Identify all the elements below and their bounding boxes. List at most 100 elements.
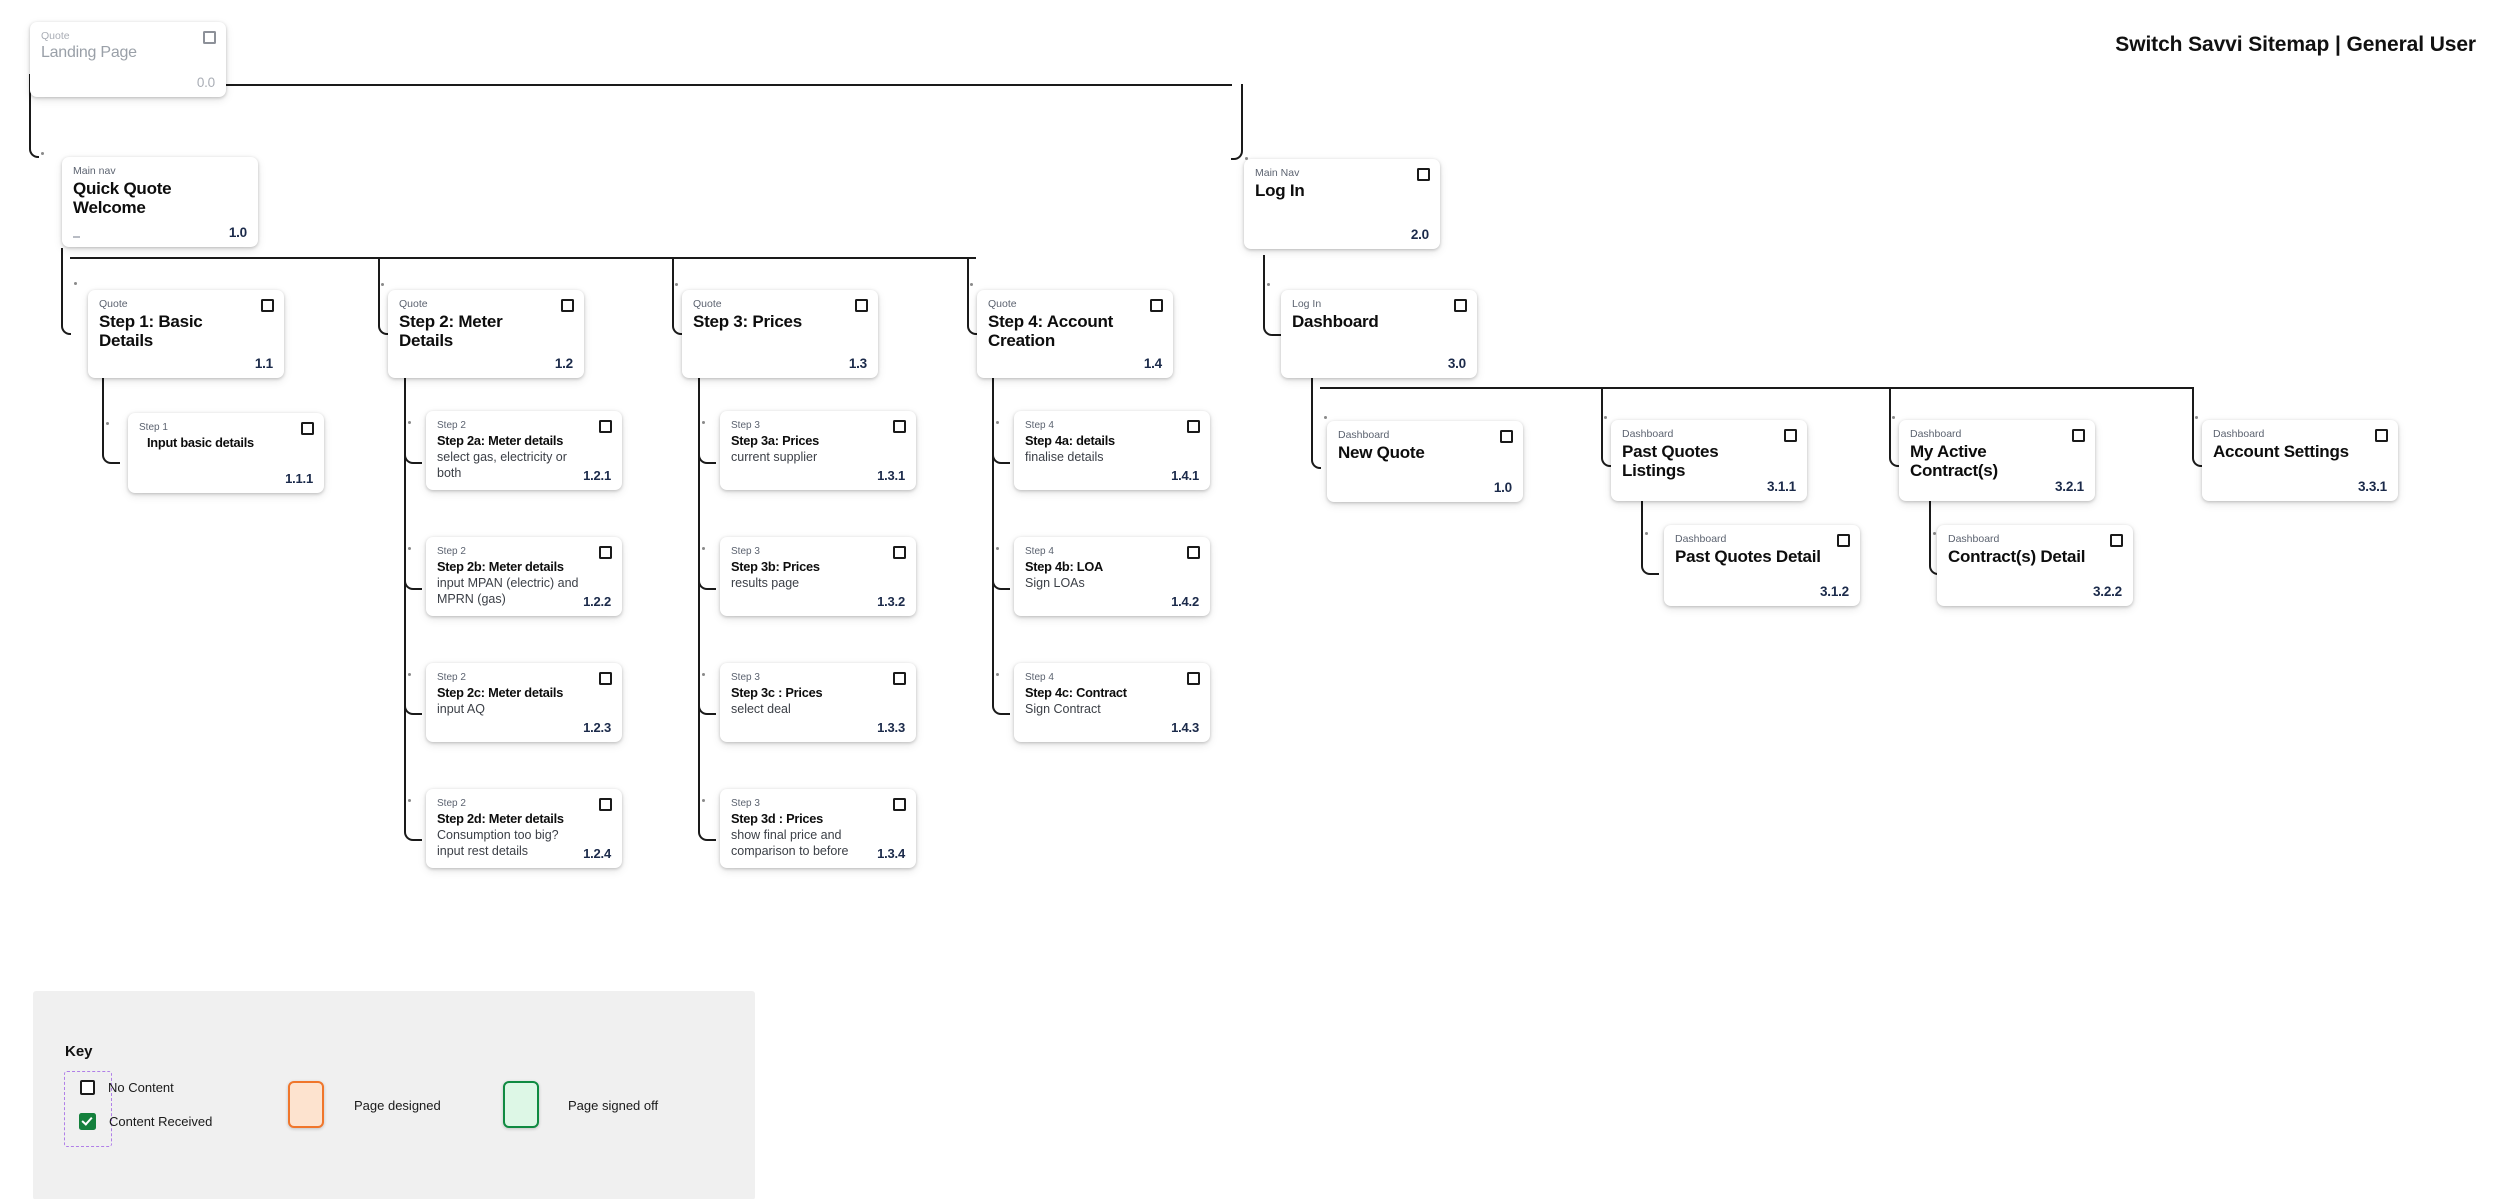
card-kicker: Quote [99,298,128,310]
card-step-4c[interactable]: Step 4 Step 4c: Contract Sign Contract 1… [1014,663,1210,742]
card-kicker: Step 2 [437,798,466,809]
card-title: Step 2: Meter Details [399,312,503,350]
checkbox-icon[interactable] [893,798,906,811]
card-title: Landing Page [41,44,137,61]
card-number: 3.1.1 [1766,479,1796,494]
card-step-1[interactable]: Quote Step 1: Basic Details 1.1 [88,290,284,378]
card-number: 1.3.3 [877,720,905,735]
card-kicker: Main nav [73,165,116,177]
checkbox-icon[interactable] [893,420,906,433]
card-number: 1.0 [228,225,247,240]
card-number: 3.0 [1447,356,1466,371]
checkbox-icon[interactable] [1454,299,1467,312]
checkbox-icon[interactable] [1784,429,1797,442]
card-new-quote[interactable]: Dashboard New Quote 1.0 [1327,421,1523,502]
card-description: input MPAN (electric) and MPRN (gas) [437,576,579,606]
card-title: Step 4b: LOA [1025,559,1104,574]
checkbox-icon[interactable] [261,299,274,312]
card-step-2[interactable]: Quote Step 2: Meter Details 1.2 [388,290,584,378]
card-my-active-contracts[interactable]: Dashboard My Active Contract(s) 3.2.1 [1899,420,2095,501]
connector-step4-elbow [967,257,977,335]
checkbox-icon[interactable] [855,299,868,312]
card-contracts-detail[interactable]: Dashboard Contract(s) Detail 3.2.2 [1937,525,2133,606]
connector-dot [675,283,678,286]
card-title: Step 3b: Prices [731,559,820,574]
card-kicker: Log In [1292,298,1322,310]
card-title: Step 4a: details [1025,433,1115,448]
card-number: 1.3.1 [877,468,905,483]
connector-dot [1604,416,1607,419]
card-title: Step 3d : Prices [731,811,824,826]
card-step-2a[interactable]: Step 2 Step 2a: Meter details select gas… [426,411,622,490]
card-step-1-1[interactable]: Step 1 Input basic details 1.1.1 [128,413,324,493]
checkbox-icon[interactable] [2110,534,2123,547]
card-description: input AQ [437,702,485,716]
card-number: 0.0 [196,75,215,90]
checkbox-icon[interactable] [1187,420,1200,433]
card-dashboard[interactable]: Log In Dashboard 3.0 [1281,290,1477,378]
checkbox-icon[interactable] [893,672,906,685]
card-title: Step 3c : Prices [731,685,823,700]
card-kicker: Dashboard [1948,533,2000,545]
card-description: Sign Contract [1025,702,1101,716]
connector-step2d [404,378,422,841]
card-step-2b[interactable]: Step 2 Step 2b: Meter details input MPAN… [426,537,622,616]
checkbox-icon[interactable] [2072,429,2085,442]
checkbox-icon[interactable] [599,798,612,811]
card-number: 1.4.2 [1171,594,1199,609]
checkbox-icon[interactable] [1500,430,1513,443]
checkbox-icon[interactable] [599,672,612,685]
connector-contracts-elbow [1889,387,1899,467]
card-step-3b[interactable]: Step 3 Step 3b: Prices results page 1.3.… [720,537,916,616]
card-past-quotes-detail[interactable]: Dashboard Past Quotes Detail 3.1.2 [1664,525,1860,606]
checkbox-icon[interactable] [203,31,216,44]
card-step-4b[interactable]: Step 4 Step 4b: LOA Sign LOAs 1.4.2 [1014,537,1210,616]
connector-dot [996,421,999,424]
card-title: New Quote [1338,443,1425,462]
card-number: 1.1 [254,356,273,371]
card-title: Past Quotes Detail [1675,547,1821,566]
card-step-4[interactable]: Quote Step 4: Account Creation 1.4 [977,290,1173,378]
card-step-2d[interactable]: Step 2 Step 2d: Meter details Consumptio… [426,789,622,868]
card-log-in[interactable]: Main Nav Log In 2.0 [1244,159,1440,249]
checkbox-icon[interactable] [301,422,314,435]
checkbox-icon[interactable] [1187,672,1200,685]
checkbox-icon[interactable] [1417,168,1430,181]
card-step-4a[interactable]: Step 4 Step 4a: details finalise details… [1014,411,1210,490]
card-number: 3.2.1 [2054,479,2084,494]
card-step-3a[interactable]: Step 3 Step 3a: Prices current supplier … [720,411,916,490]
card-title: Step 2a: Meter details [437,433,564,448]
checkbox-icon[interactable] [1187,546,1200,559]
card-step-2c[interactable]: Step 2 Step 2c: Meter details input AQ 1… [426,663,622,742]
card-step-3[interactable]: Quote Step 3: Prices 1.3 [682,290,878,378]
card-step-3c[interactable]: Step 3 Step 3c : Prices select deal 1.3.… [720,663,916,742]
card-number: 3.3.1 [2357,479,2387,494]
connector-dot [106,422,109,425]
checkbox-icon[interactable] [561,299,574,312]
card-number: 1.2.4 [583,846,611,861]
card-kicker: Step 2 [437,420,466,431]
checkbox-icon[interactable] [1150,299,1163,312]
checkbox-icon[interactable] [599,546,612,559]
card-description: Consumption too big? input rest details [437,828,559,858]
checkbox-icon[interactable] [1837,534,1850,547]
card-description: Sign LOAs [1025,576,1085,590]
card-title: Contract(s) Detail [1948,547,2086,566]
connector-quickquote-down [61,248,63,260]
connector-dot [2195,416,2198,419]
card-account-settings[interactable]: Dashboard Account Settings 3.3.1 [2202,420,2398,501]
checkbox-icon[interactable] [599,420,612,433]
checkbox-icon[interactable] [2375,429,2388,442]
card-quick-quote-welcome[interactable]: Main nav Quick Quote Welcome 1.0 [62,157,258,247]
connector-dot [408,673,411,676]
connector-dashboard-bus [1320,387,2192,389]
card-step-3d[interactable]: Step 3 Step 3d : Prices show final price… [720,789,916,868]
checkbox-icon[interactable] [893,546,906,559]
card-kicker: Quote [693,298,722,310]
card-past-quotes-listings[interactable]: Dashboard Past Quotes Listings 3.1.1 [1611,420,1807,501]
connector-dot [1267,283,1270,286]
card-landing-page[interactable]: Quote Landing Page 0.0 [30,22,226,97]
connector-dot [996,547,999,550]
card-kicker: Dashboard [2213,428,2265,440]
connector-step4c [992,378,1010,715]
